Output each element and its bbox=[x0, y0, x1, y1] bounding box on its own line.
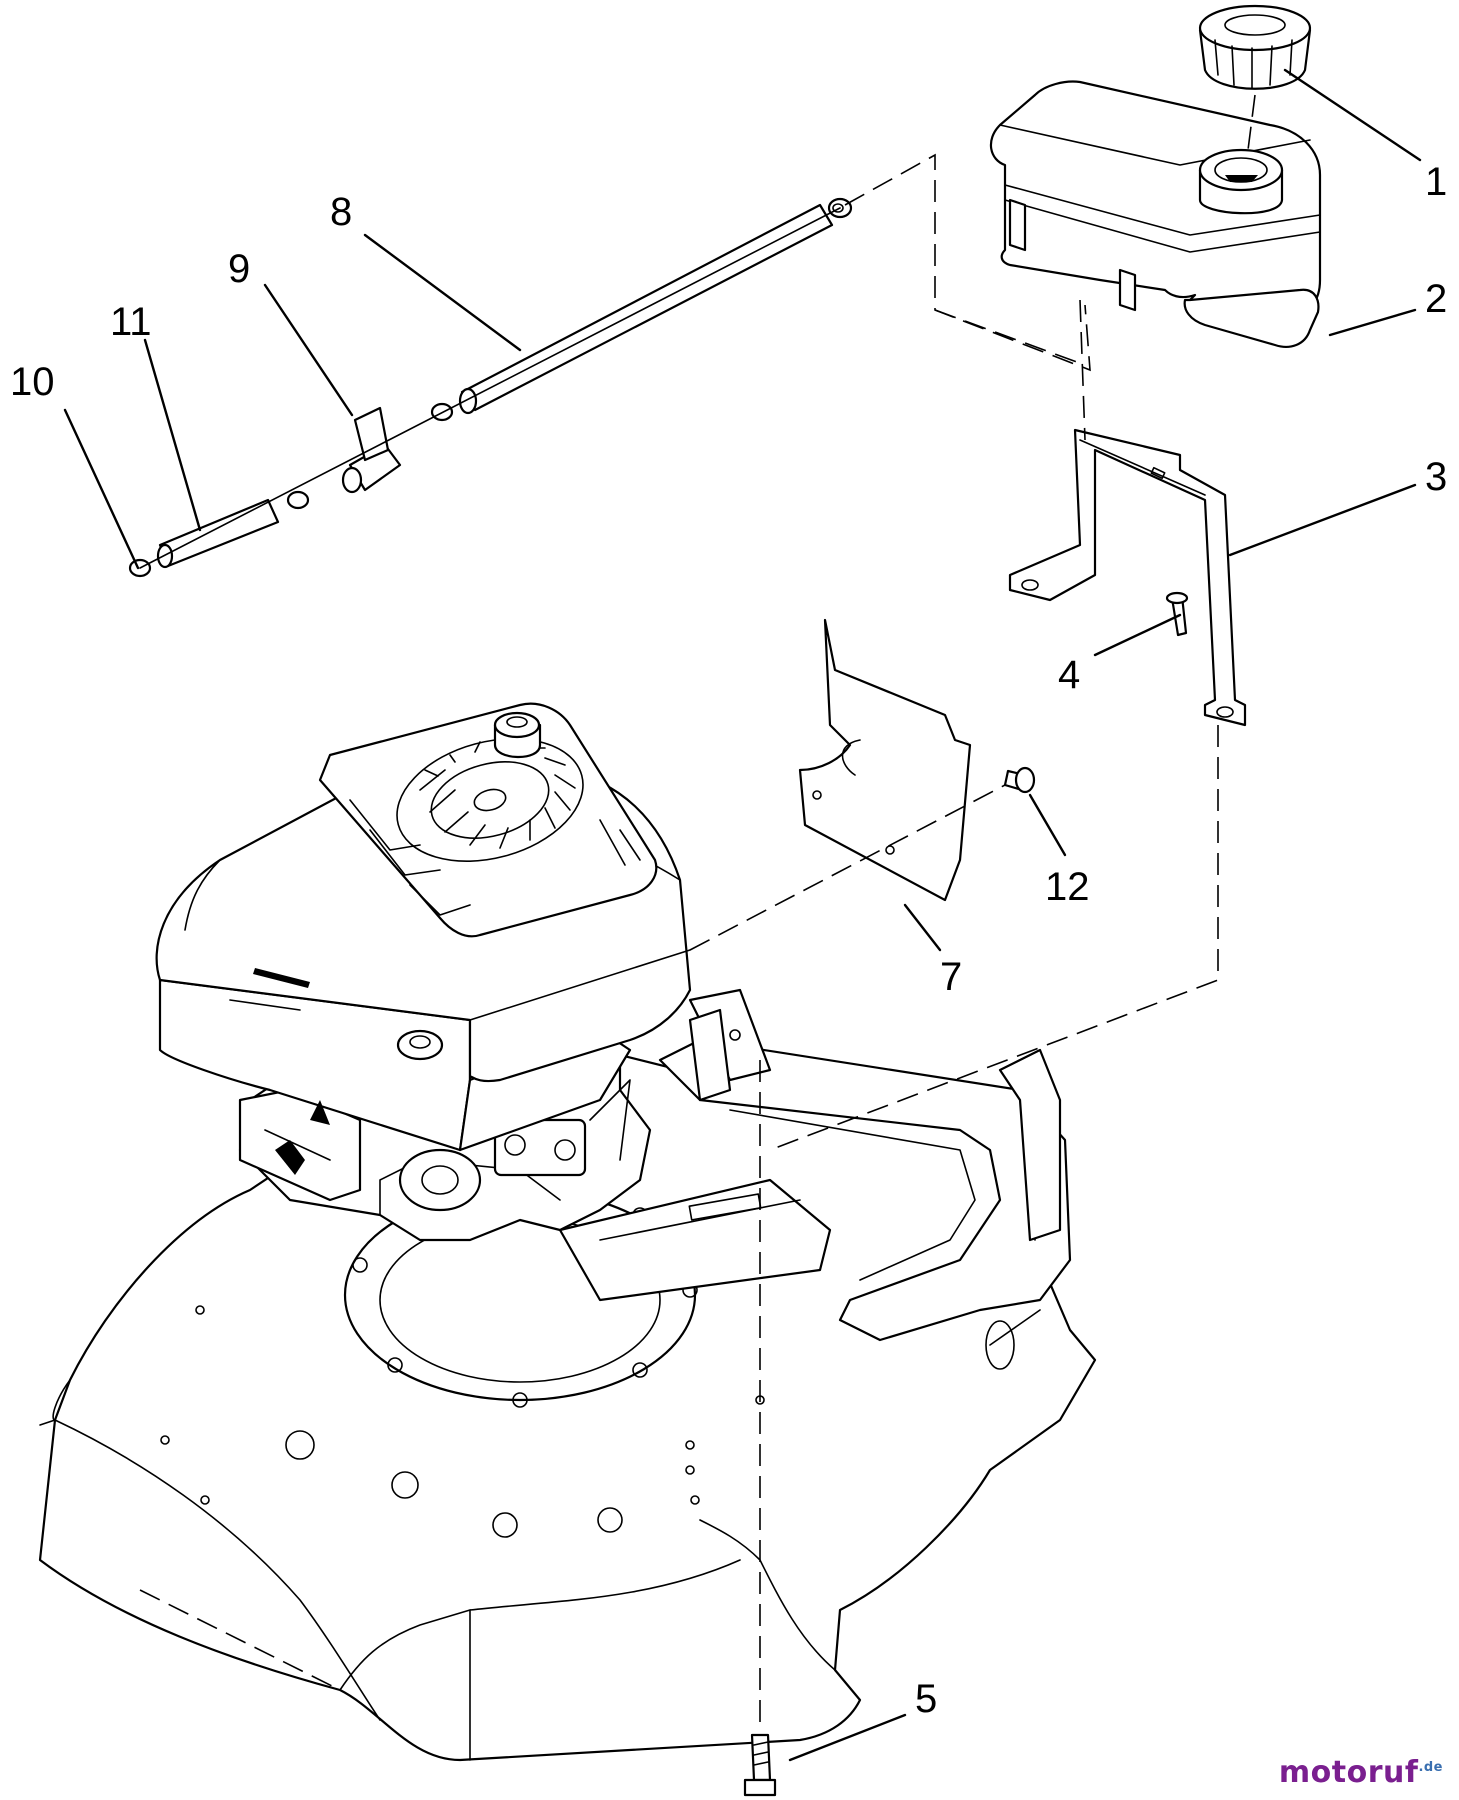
leader-8 bbox=[363, 233, 522, 352]
callout-10: 10 bbox=[10, 360, 55, 404]
handle-frame bbox=[558, 988, 1072, 1370]
bolt-12 bbox=[1003, 766, 1036, 794]
fuel-tank bbox=[989, 80, 1322, 348]
fuel-line-assembly bbox=[128, 197, 853, 578]
callout-4: 4 bbox=[1058, 653, 1080, 697]
leader-4 bbox=[1093, 613, 1182, 657]
leader-2 bbox=[1328, 308, 1417, 337]
leader-lines bbox=[63, 68, 1422, 1762]
callout-2: 2 bbox=[1425, 277, 1447, 321]
leader-10 bbox=[63, 408, 140, 570]
leader-3 bbox=[1228, 483, 1417, 557]
callout-1: 1 bbox=[1425, 160, 1447, 204]
leader-7 bbox=[903, 903, 942, 952]
callout-9: 9 bbox=[228, 247, 250, 291]
callouts: 1 2 3 4 5 7 8 9 10 11 12 bbox=[10, 160, 1447, 1721]
leader-12 bbox=[1028, 793, 1067, 857]
leader-11 bbox=[143, 338, 202, 532]
watermark-domain: .de bbox=[1418, 1760, 1443, 1775]
tank-bracket bbox=[1008, 428, 1247, 727]
mower-deck bbox=[38, 1038, 1097, 1762]
callout-8: 8 bbox=[330, 190, 352, 234]
leader-9 bbox=[263, 283, 354, 417]
leader-1 bbox=[1283, 68, 1422, 162]
watermark: motoruf.de bbox=[1279, 1755, 1443, 1790]
heat-shield bbox=[798, 618, 972, 902]
bolt-5 bbox=[743, 1733, 777, 1797]
callout-7: 7 bbox=[940, 955, 962, 999]
callout-3: 3 bbox=[1425, 455, 1447, 499]
assembly-lines bbox=[139, 94, 1256, 1730]
watermark-main: motoruf bbox=[1278, 1755, 1419, 1790]
fuel-cap bbox=[1198, 4, 1312, 90]
engine bbox=[155, 702, 692, 1242]
callout-12: 12 bbox=[1045, 865, 1090, 909]
callout-5: 5 bbox=[915, 1677, 937, 1721]
leader-5 bbox=[788, 1713, 907, 1762]
screw-4 bbox=[1165, 591, 1189, 637]
callout-11: 11 bbox=[110, 300, 152, 344]
